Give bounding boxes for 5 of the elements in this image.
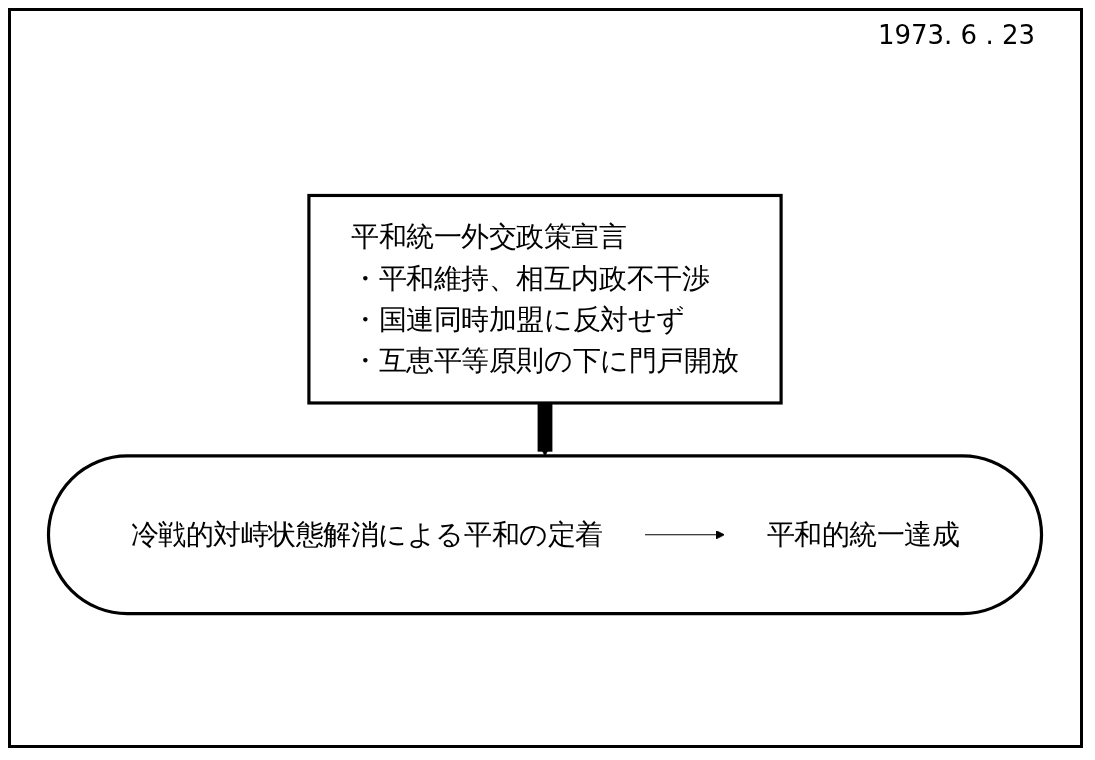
arrow [644,530,725,540]
node-text: 平和的統一達成 [766,518,960,551]
date-label: 1973. 6 . 23 [877,20,1035,50]
node-text: 冷戦的対峙状態解消による平和の定着 [130,518,603,551]
node-box: 平和統一外交政策宣言 ・平和維持、相互内政不干渉 ・国連同時加盟に反対せず ・互恵平等原則の下に門戸開放 [307,194,783,405]
